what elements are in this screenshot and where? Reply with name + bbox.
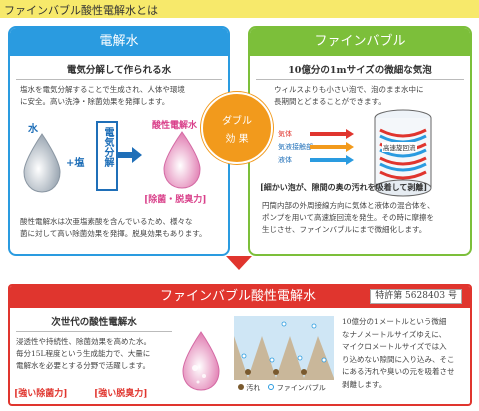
- water-label: 水: [28, 124, 38, 135]
- crevice-legend: 汚れ ファインバブル: [238, 383, 326, 393]
- fine-bubble-caption: [細かい泡が、隙間の奥の汚れを吸着して剥離]: [260, 182, 428, 192]
- legend-bubble: ファインバブル: [276, 384, 326, 392]
- fine-bubble-outro: 円筒内部の外周接線方向に気体と液体の混合体を、 ポンプを用いて高速旋回流を発生。…: [262, 200, 435, 236]
- body-line: 毎分15L程度という生成能力で、大量に: [16, 349, 151, 358]
- acidic-drop-icon: [163, 131, 201, 189]
- right-line: 10億分の1メートルという微細: [342, 317, 447, 326]
- title-bar: ファインバブル酸性電解水とは: [0, 0, 479, 18]
- dirt-icon: [238, 384, 244, 390]
- intro-line: 長期間とどまることができます。: [274, 97, 386, 106]
- fine-bubble-header: ファインバブル: [250, 28, 470, 56]
- legend-gas: 気体: [278, 130, 292, 138]
- crevice-illustration-icon: [234, 316, 334, 380]
- bubble-icon: [268, 384, 275, 390]
- badge-line1: ダブル: [222, 116, 252, 127]
- body-line: 電解水を必要とする分野で活躍します。: [16, 361, 151, 370]
- legend-contact: 気液接触部: [278, 143, 313, 151]
- page-title: ファインバブル酸性電解水とは: [4, 4, 158, 17]
- legend-liquid: 液体: [278, 156, 292, 164]
- intro-line: ウィルスよりも小さい泡で、泡のまま水中に: [274, 85, 424, 94]
- right-line: にある汚れや臭いの元を吸着させ: [342, 367, 455, 376]
- right-line: マイクロメートルサイズでは入: [342, 342, 447, 351]
- sterilization-label: [強い除菌力]: [14, 389, 68, 399]
- double-effect-badge: ダブル 効 果: [201, 92, 273, 164]
- fine-bubble-subhead: 10億分の1mサイズの微細な気泡: [256, 62, 464, 80]
- swirl-cylinder-icon: [374, 109, 432, 197]
- outro-line: 菌に対して高い除菌効果を発揮。脱臭効果もあります。: [20, 229, 207, 238]
- effect-label: [除菌・脱臭力]: [144, 195, 207, 205]
- bottom-header-title: ファインバブル酸性電解水: [160, 289, 317, 304]
- flow-legend: 気体 気液接触部 液体: [278, 128, 313, 167]
- outro-line: 酸性電解水は次亜塩素酸を含んでいるため、様々な: [20, 217, 193, 226]
- legend-dirt: 汚れ: [246, 384, 261, 392]
- electrolyzed-water-outro: 酸性電解水は次亜塩素酸を含んでいるため、様々な 菌に対して高い除菌効果を発揮。脱…: [20, 216, 207, 240]
- electrolysis-box: 電気分解: [96, 121, 118, 191]
- water-drop-icon: [23, 133, 61, 193]
- right-line: 剥離します。: [342, 379, 387, 389]
- right-line: なナノメートルサイズゆえに、: [342, 329, 447, 339]
- electrolysis-label: 電気分解: [102, 127, 113, 167]
- bottom-header: ファインバブル酸性電解水 特許第 5628403 号: [10, 286, 470, 308]
- salt-label: +塩: [66, 158, 85, 169]
- acidic-water-label: 酸性電解水: [152, 121, 198, 131]
- process-arrow-head: [132, 147, 142, 163]
- right-line: り込めない隙間に入り込み、そこ: [342, 354, 455, 364]
- electrolyzed-water-intro: 塩水を電気分解することで生成され、人体や環境 に安全。高い洗浄・除菌効果を発揮し…: [20, 84, 218, 108]
- bottom-body: 浸透性や持続性、除菌効果を高めた水。 毎分15L程度という生成能力で、大量に 電…: [16, 336, 151, 372]
- bottom-subhead: 次世代の酸性電解水: [16, 314, 172, 332]
- fine-bubble-panel: ファインバブル 10億分の1mサイズの微細な気泡 ウィルスよりも小さい泡で、泡の…: [248, 26, 472, 256]
- fine-bubble-intro: ウィルスよりも小さい泡で、泡のまま水中に 長期間とどまることができます。: [274, 84, 460, 108]
- process-arrow: [118, 152, 132, 158]
- device-label: 高速旋回流: [382, 142, 417, 152]
- outro-line: 円筒内部の外周接線方向に気体と液体の混合体を、: [262, 201, 435, 210]
- outro-line: 生じさせ、ファインバブルにまで微細化します。: [262, 225, 427, 234]
- electrolyzed-water-panel: 電解水 電気分解して作られる水 塩水を電気分解することで生成され、人体や環境 に…: [8, 26, 230, 256]
- electrolyzed-water-subhead: 電気分解して作られる水: [16, 62, 222, 80]
- body-line: 浸透性や持続性、除菌効果を高めた水。: [16, 337, 151, 346]
- outro-line: ポンプを用いて高速旋回流を発生。その時に摩擦を: [262, 213, 435, 222]
- patent-badge: 特許第 5628403 号: [370, 289, 462, 304]
- intro-line: に安全。高い洗浄・除菌効果を発揮します。: [20, 97, 170, 106]
- intro-line: 塩水を電気分解することで生成され、人体や環境: [20, 85, 185, 94]
- deodorizing-label: [強い脱臭力]: [94, 389, 148, 399]
- bottom-right-text: 10億分の1メートルという微細 なナノメートルサイズゆえに、 マイクロメートルサ…: [342, 316, 455, 391]
- down-arrow-icon: [226, 256, 252, 270]
- fine-bubble-drop-icon: [182, 331, 220, 391]
- electrolyzed-water-header: 電解水: [10, 28, 228, 56]
- flow-arrows-icon: [310, 129, 354, 165]
- badge-line2: 効 果: [225, 134, 249, 145]
- fine-bubble-acidic-water-panel: ファインバブル酸性電解水 特許第 5628403 号 次世代の酸性電解水 浸透性…: [8, 284, 472, 406]
